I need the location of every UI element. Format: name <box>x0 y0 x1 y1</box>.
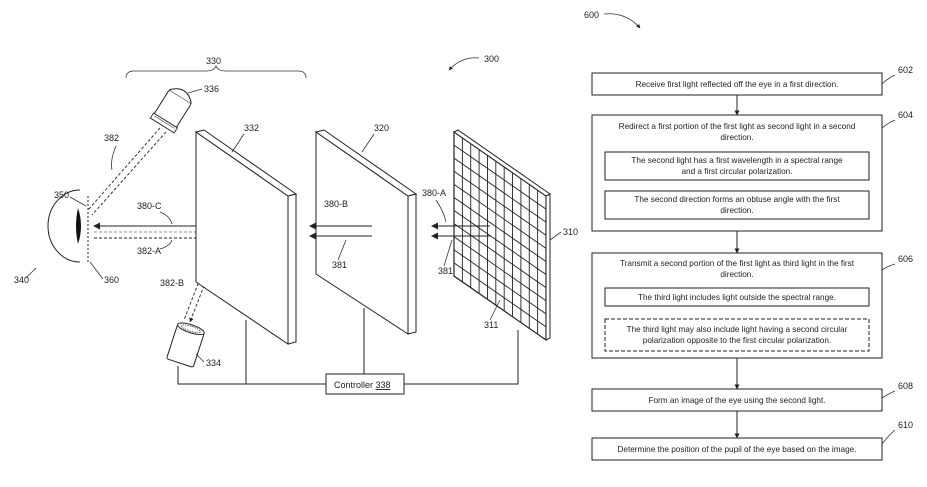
step-604-sub1-line1: The second light has a first wavelength … <box>631 156 843 165</box>
bracket-330 <box>125 64 307 79</box>
label-380a: 380-A <box>422 188 446 198</box>
label-382: 382 <box>104 133 119 143</box>
step-606-num: 606 <box>898 254 913 264</box>
grid-line-horizontal <box>453 144 547 210</box>
step-602-text: Receive first light reflected off the ey… <box>636 80 839 89</box>
step-604-text-2: direction. <box>720 133 753 142</box>
grid-line-horizontal <box>453 249 547 315</box>
grid-line-horizontal <box>453 183 547 249</box>
step-610: Determine the position of the pupil of t… <box>591 420 913 461</box>
controller-wiring <box>177 308 519 385</box>
controller-338-box <box>325 373 405 395</box>
label-381a: 381 <box>332 260 347 270</box>
label-600: 600 <box>584 10 599 20</box>
label-382b: 382-B <box>160 278 184 288</box>
step-606-sub2-line1: The third light may also include light h… <box>627 325 848 334</box>
arrow-300 <box>448 57 480 71</box>
step-602: Receive first light reflected off the ey… <box>591 65 913 96</box>
eye-340 <box>47 189 81 263</box>
step-610-num: 610 <box>898 420 913 430</box>
grid-line-horizontal <box>453 157 547 223</box>
step-604-sub2-line2: direction. <box>720 206 753 215</box>
step-604-text-1: Redirect a first portion of the first li… <box>619 122 856 131</box>
label-382a: 382-A <box>137 246 161 256</box>
step-606-sub2-line2: polarization opposite to the first circu… <box>643 336 831 345</box>
label-300: 300 <box>484 54 499 64</box>
step-606-text-1: Transmit a second portion of the first l… <box>620 259 855 268</box>
controller-label: Controller 338 <box>334 380 391 390</box>
label-336: 336 <box>204 84 219 94</box>
grid-line-horizontal <box>453 197 547 262</box>
label-380b: 380-B <box>324 199 348 209</box>
label-320: 320 <box>374 123 389 133</box>
label-350: 350 <box>54 190 69 200</box>
arrow-600 <box>603 13 641 29</box>
step-610-text: Determine the position of the pupil of t… <box>618 445 857 454</box>
label-360: 360 <box>104 275 119 285</box>
plate-332 <box>194 129 298 345</box>
grid-line-horizontal <box>453 210 547 275</box>
step-608: Form an image of the eye using the secon… <box>591 381 913 412</box>
optical-system-diagram: 330 300 336 382 340 350 <box>14 54 578 395</box>
grid-line-horizontal <box>453 223 547 289</box>
ray-382-top <box>87 127 161 211</box>
step-606-sub1-line1: The third light includes light outside t… <box>638 293 836 302</box>
step-604-sub2-line1: The second direction forms an obtuse ang… <box>634 195 840 204</box>
step-608-text: Form an image of the eye using the secon… <box>648 396 825 405</box>
label-311: 311 <box>484 320 498 330</box>
flowchart-600: 600 Receive first light reflected off th… <box>584 10 913 461</box>
step-604-num: 604 <box>898 110 913 120</box>
step-606-text-2: direction. <box>720 270 753 279</box>
label-310: 310 <box>563 227 578 237</box>
label-381b: 381 <box>438 266 453 276</box>
label-332: 332 <box>244 123 259 133</box>
step-606: Transmit a second portion of the first l… <box>591 252 913 359</box>
step-604: Redirect a first portion of the first li… <box>591 110 913 232</box>
plate-320 <box>314 129 418 335</box>
step-602-num: 602 <box>898 65 913 75</box>
label-340: 340 <box>14 275 29 285</box>
camera-336 <box>149 88 192 134</box>
display-310 <box>453 129 551 342</box>
grid-line-horizontal <box>453 262 547 328</box>
grid-line-horizontal <box>453 236 547 302</box>
step-604-sub1-line2: and a first circular polarization. <box>681 167 792 176</box>
label-380c: 380-C <box>137 201 162 211</box>
step-608-num: 608 <box>898 381 913 391</box>
camera-334 <box>166 322 205 368</box>
label-334: 334 <box>206 358 221 368</box>
grid-line-horizontal <box>453 170 547 236</box>
label-330: 330 <box>206 56 221 66</box>
